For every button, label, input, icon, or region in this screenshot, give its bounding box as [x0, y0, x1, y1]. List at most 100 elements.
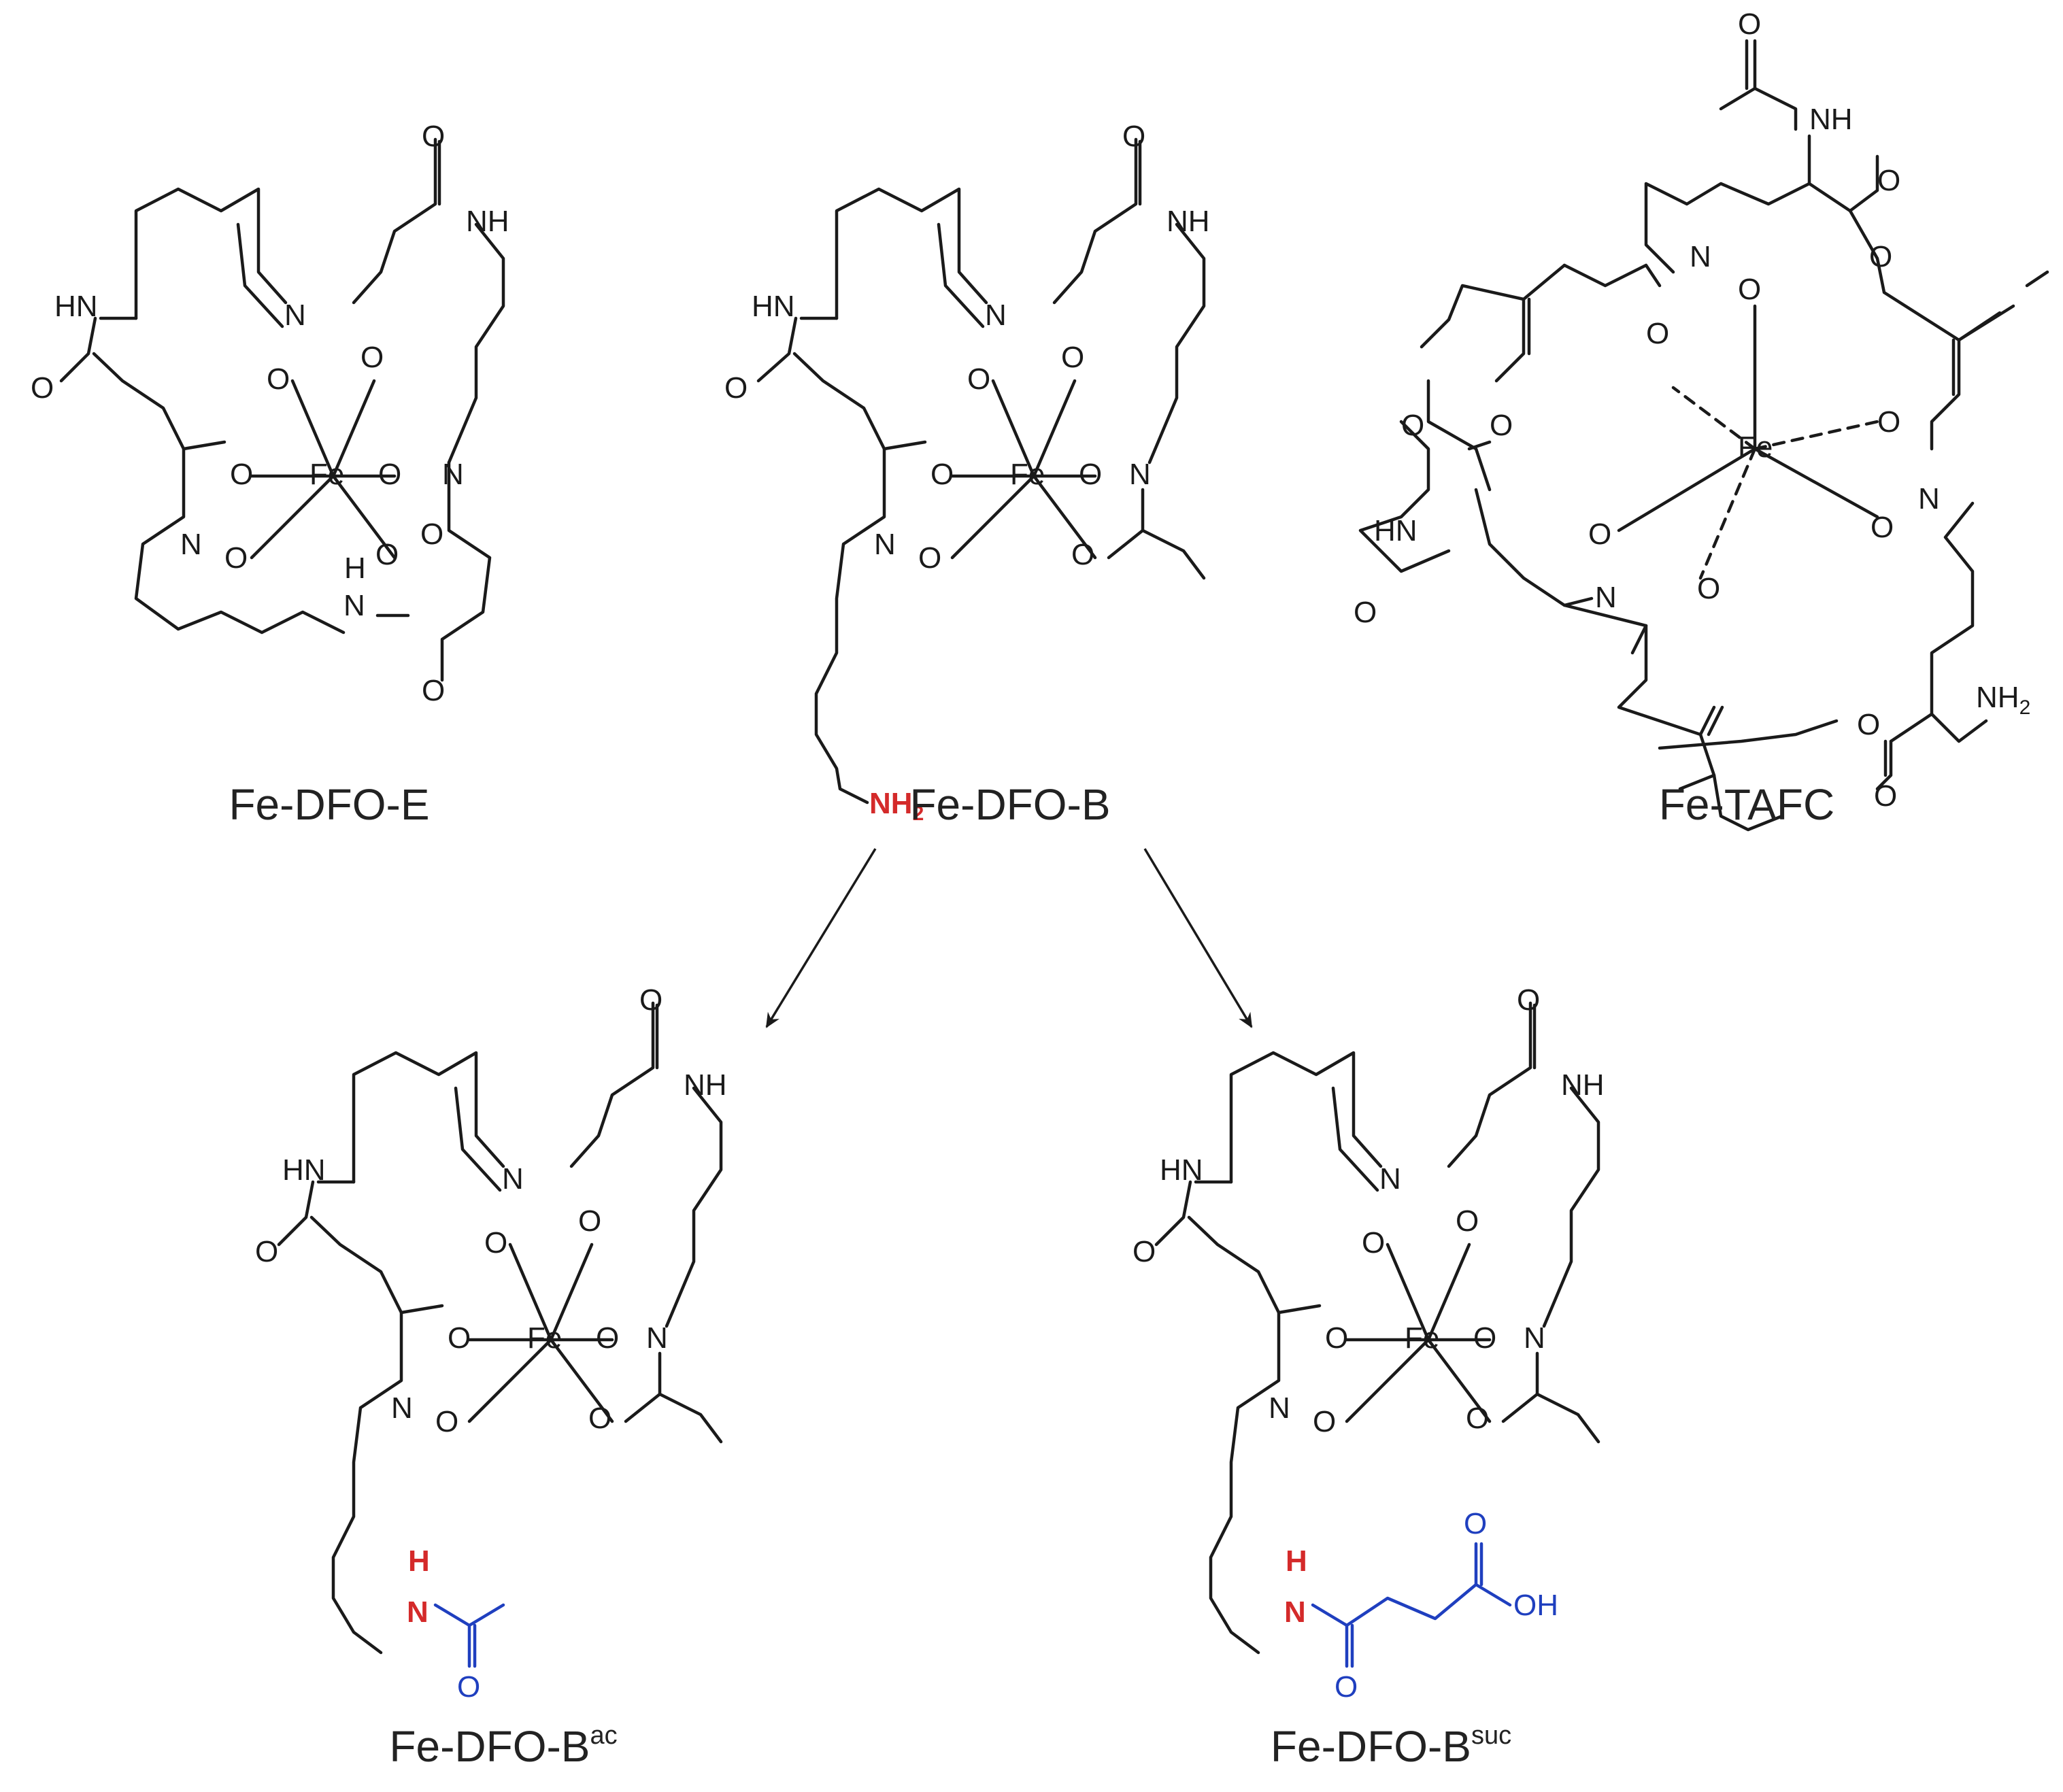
dfo-e-n: N: [442, 458, 464, 491]
dfo-b-o: O: [930, 458, 954, 491]
arrow-to-acetyl: [765, 848, 877, 1028]
dfo-b-ac-coordination: [467, 1242, 614, 1423]
dfo-b-suc-o: O: [1473, 1321, 1496, 1355]
dfo-b-ac-o: O: [588, 1402, 611, 1435]
tafc-o: O: [1354, 596, 1377, 629]
dfo-b-suc-o: O: [1362, 1226, 1385, 1260]
dfo-b-ac-o: O: [448, 1321, 471, 1355]
dfo-b-suc-amide-o: O: [1335, 1670, 1358, 1704]
dfo-b-ac-o: O: [484, 1226, 507, 1260]
dfo-b-nh: NH: [1167, 205, 1210, 238]
dfo-b-n: N: [1129, 458, 1151, 491]
dfo-e-n: N: [343, 589, 365, 622]
dfo-b-ac-fe: Fe: [527, 1321, 562, 1355]
dfo-e-o: O: [31, 371, 54, 405]
structure-fe-dfo-e: Fe N O O O O N N O O O H N O HN O O NH F…: [31, 120, 509, 829]
dfo-b-ac-acetyl-bonds: [433, 1603, 505, 1668]
dfo-b-suc-fe: Fe: [1405, 1321, 1439, 1355]
structure-fe-dfo-b: Fe N O O O O N N O O HN O O NH NH2 Fe-DF…: [724, 120, 1210, 829]
dfo-e-nh: NH: [466, 205, 509, 238]
dfo-b-ac-o: O: [639, 983, 662, 1017]
dfo-e-hn: HN: [54, 290, 98, 323]
dfo-b-suc-succinyl-bonds: [1311, 1542, 1512, 1668]
caption-fe-dfo-e: Fe-DFO-E: [229, 780, 429, 829]
tafc-o: O: [1871, 511, 1894, 544]
tafc-fe: Fe: [1738, 430, 1773, 464]
dfo-b-suc-n: N: [1269, 1391, 1290, 1425]
caption-fe-tafc: Fe-TAFC: [1659, 780, 1834, 829]
dfo-b-n: N: [985, 299, 1007, 332]
tafc-o: O: [1646, 317, 1669, 350]
dfo-e-coordination: [250, 379, 397, 560]
dfo-e-n: N: [284, 299, 306, 332]
dfo-b-suc-n: N: [1379, 1162, 1401, 1196]
dfo-b-o: O: [724, 371, 748, 405]
dfo-b-suc-acid-oh: OH: [1513, 1589, 1558, 1622]
dfo-b-ac-nh: NH: [684, 1068, 727, 1102]
tafc-amine: NH2: [1976, 681, 2030, 719]
dfo-b-o: O: [1079, 458, 1102, 491]
dfo-e-n: N: [180, 528, 202, 561]
dfo-e-o: O: [267, 362, 290, 396]
tafc-o: O: [1697, 572, 1720, 605]
dfo-b-suc-nh: NH: [1561, 1068, 1605, 1102]
dfo-b-ac-bonds: [277, 1001, 723, 1655]
tafc-coordination: [1617, 304, 1879, 580]
dfo-b-ac-n: N: [502, 1162, 524, 1196]
dfo-b-hn: HN: [752, 290, 795, 323]
tafc-o: O: [1490, 409, 1513, 442]
dfo-b-suc-coordination: [1345, 1242, 1492, 1423]
dfo-b-suc-n: N: [1524, 1321, 1545, 1355]
tafc-n: N: [1690, 240, 1711, 273]
dfo-e-o: O: [230, 458, 253, 491]
dfo-b-suc-amide-h: H: [1286, 1544, 1307, 1578]
structure-fe-dfo-b-ac: Fe N O O O O N N O O HN O O NH H N O Fe-…: [255, 983, 727, 1771]
dfo-b-suc-o: O: [1456, 1204, 1479, 1238]
dfo-e-o: O: [360, 341, 384, 374]
tafc-bonds: [1358, 39, 2049, 832]
dfo-e-o: O: [378, 458, 401, 491]
tafc-hn: HN: [1374, 514, 1418, 547]
dfo-e-o: O: [420, 518, 443, 551]
structure-fe-dfo-b-suc: Fe N O O O O N N O O HN O O NH H N O O O…: [1133, 983, 1605, 1771]
tafc-nh: NH: [1809, 103, 1853, 136]
dfo-b-n: N: [874, 528, 896, 561]
dfo-b-ac-o: O: [255, 1235, 278, 1268]
dfo-b-suc-o: O: [1517, 983, 1540, 1017]
tafc-o: O: [1857, 708, 1880, 741]
dfo-b-fe: Fe: [1010, 458, 1045, 491]
tafc-n: N: [1595, 581, 1617, 614]
caption-fe-dfo-b-ac: Fe-DFO-Bac: [389, 1721, 617, 1771]
tafc-o: O: [1874, 779, 1897, 813]
dfo-b-ac-o: O: [578, 1204, 601, 1238]
dfo-b-ac-amide-n: N: [407, 1595, 429, 1629]
tafc-o: O: [1588, 518, 1611, 551]
dfo-b-ac-hn: HN: [282, 1153, 326, 1187]
tafc-o: O: [1869, 240, 1892, 273]
dfo-b-o: O: [1071, 538, 1094, 571]
dfo-b-ac-n: N: [391, 1391, 413, 1425]
dfo-b-ac-amide-h: H: [408, 1544, 430, 1578]
dfo-e-h: H: [344, 552, 366, 585]
dfo-b-coordination: [950, 379, 1097, 560]
dfo-b-suc-o: O: [1325, 1321, 1348, 1355]
caption-fe-dfo-b-suc: Fe-DFO-Bsuc: [1271, 1721, 1511, 1771]
tafc-o: O: [1401, 409, 1424, 442]
tafc-n: N: [1918, 482, 1940, 515]
dfo-b-ac-o: O: [596, 1321, 619, 1355]
caption-fe-dfo-b: Fe-DFO-B: [909, 780, 1110, 829]
dfo-b-suc-amide-n: N: [1284, 1595, 1306, 1629]
tafc-o: O: [1738, 273, 1761, 306]
dfo-b-ac-carbonyl-o: O: [457, 1670, 480, 1704]
dfo-b-suc-o: O: [1313, 1405, 1336, 1438]
dfo-b-o: O: [1122, 120, 1145, 153]
dfo-b-suc-bonds: [1154, 1001, 1600, 1655]
dfo-b-amine: NH2: [869, 787, 924, 825]
dfo-b-suc-o: O: [1466, 1402, 1489, 1435]
structure-fe-tafc: Fe O NH O O N O O O N O O N O O O HN O O…: [1354, 7, 2049, 832]
dfo-e-o: O: [224, 541, 248, 575]
dfo-b-o: O: [967, 362, 990, 396]
tafc-o: O: [1877, 164, 1900, 197]
tafc-o: O: [1877, 405, 1900, 439]
